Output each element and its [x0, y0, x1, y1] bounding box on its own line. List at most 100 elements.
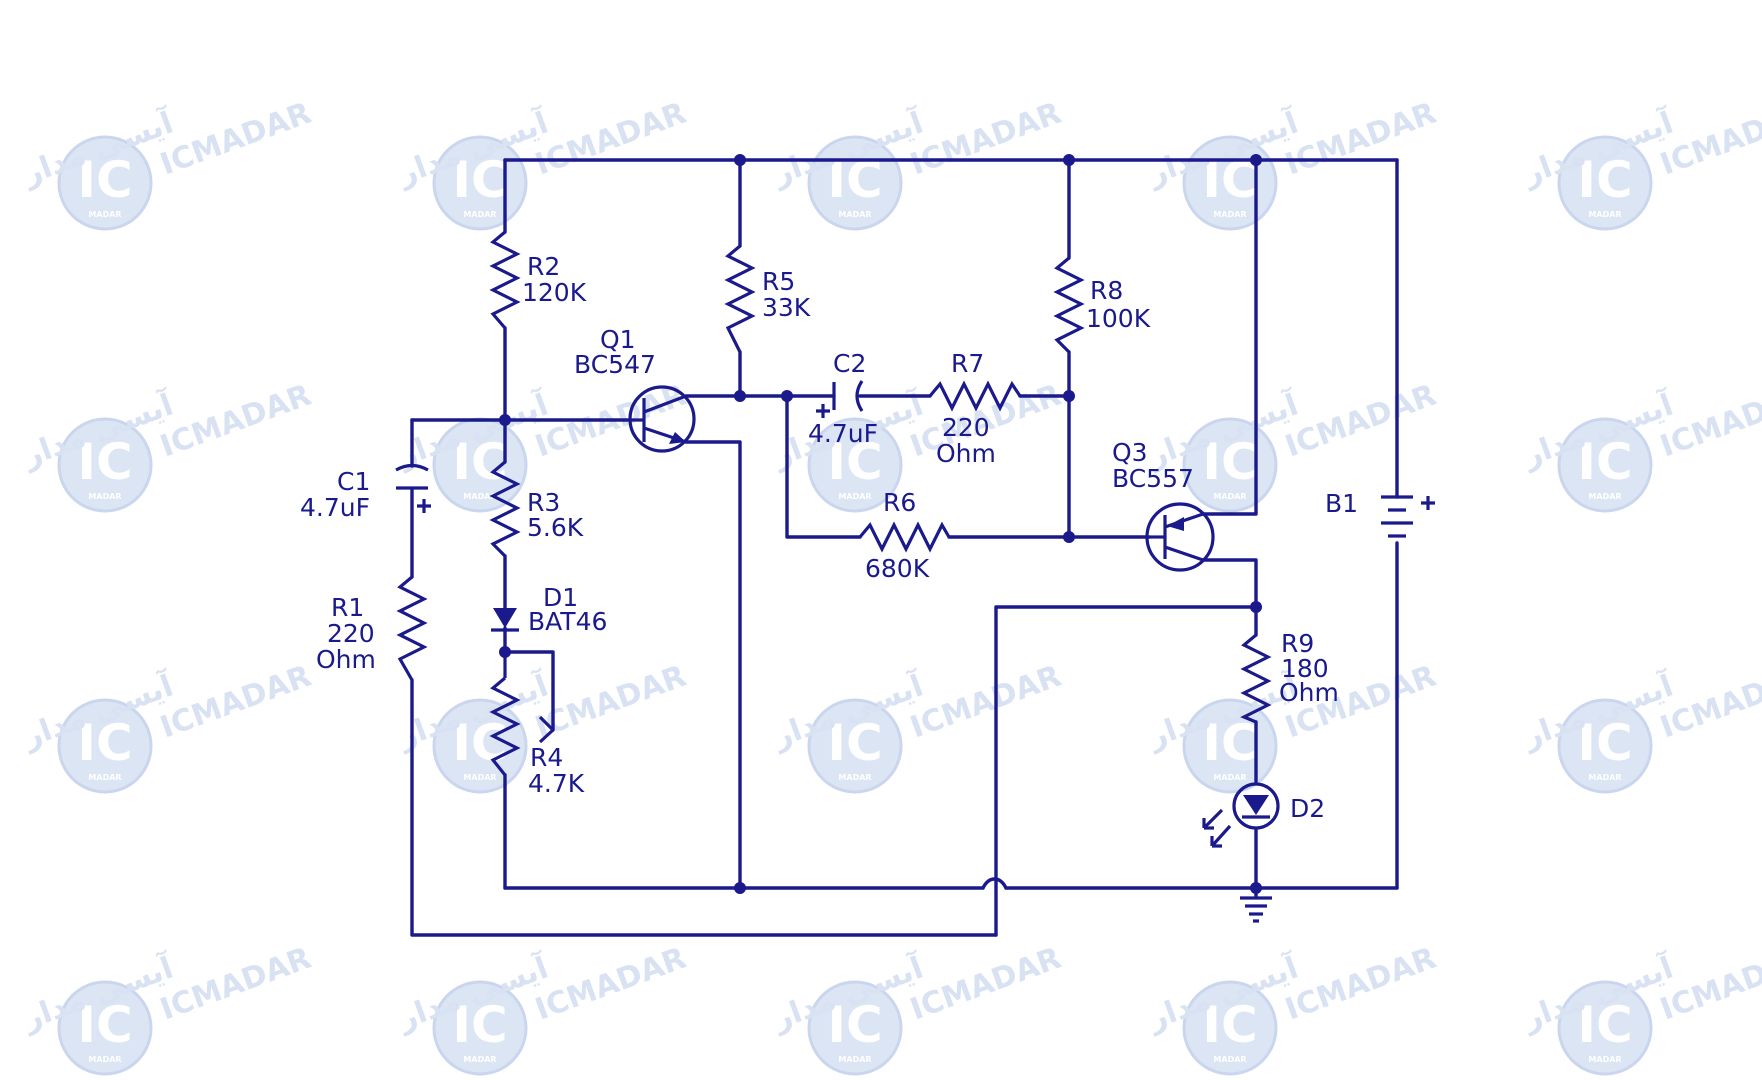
r1-ref: R1: [331, 593, 364, 622]
r8-value: 100K: [1086, 304, 1151, 333]
svg-text:IC: IC: [452, 714, 507, 772]
svg-text:MADAR: MADAR: [838, 492, 871, 501]
svg-text:IC: IC: [1577, 996, 1632, 1054]
r1-value-1: 220: [327, 619, 375, 648]
svg-text:IC: IC: [1202, 433, 1257, 491]
svg-text:ICMADAR: ICMADAR: [156, 378, 316, 465]
r9-value-2: Ohm: [1279, 678, 1339, 707]
c2-value: 4.7uF: [808, 419, 878, 448]
component-labels: R2 120K R5 33K R8 100K Q1 BC547 C2 4.7uF…: [300, 252, 1358, 823]
svg-text:ICMADAR: ICMADAR: [156, 659, 316, 746]
svg-text:ICMADAR: ICMADAR: [906, 941, 1066, 1028]
r9-ref: R9: [1281, 629, 1314, 658]
r7-ref: R7: [951, 349, 984, 378]
svg-text:IC: IC: [77, 151, 132, 209]
resistor-r6: [858, 521, 951, 553]
svg-text:MADAR: MADAR: [1588, 1055, 1621, 1064]
svg-text:MADAR: MADAR: [1588, 773, 1621, 782]
svg-text:MADAR: MADAR: [1213, 492, 1246, 501]
r3-value: 5.6K: [527, 513, 584, 542]
svg-text:ICMADAR: ICMADAR: [1281, 941, 1441, 1028]
svg-text:IC: IC: [452, 151, 507, 209]
c1-ref: C1: [337, 467, 370, 496]
resistor-r5: [724, 244, 756, 353]
svg-text:MADAR: MADAR: [88, 1055, 121, 1064]
diode-d1: [491, 608, 519, 632]
svg-text:MADAR: MADAR: [88, 773, 121, 782]
svg-text:IC: IC: [827, 433, 882, 491]
svg-text:ICMADAR: ICMADAR: [906, 96, 1066, 183]
r3-ref: R3: [527, 488, 560, 517]
r7-value-1: 220: [942, 413, 990, 442]
svg-text:ICMADAR: ICMADAR: [1281, 378, 1441, 465]
svg-text:IC: IC: [452, 433, 507, 491]
svg-text:ICMADAR: ICMADAR: [156, 96, 316, 183]
svg-text:MADAR: MADAR: [463, 773, 496, 782]
svg-text:MADAR: MADAR: [1588, 492, 1621, 501]
junction-dots: [499, 154, 1262, 894]
svg-text:IC: IC: [827, 996, 882, 1054]
r4-value: 4.7K: [528, 769, 585, 798]
r8-ref: R8: [1090, 276, 1123, 305]
svg-text:ICMADAR: ICMADAR: [156, 941, 316, 1028]
svg-text:ICMADAR: ICMADAR: [531, 659, 691, 746]
resistor-r4: [489, 652, 555, 776]
q1-value: BC547: [574, 350, 656, 379]
capacitor-c1: [395, 463, 431, 513]
svg-text:MADAR: MADAR: [88, 492, 121, 501]
svg-text:IC: IC: [1577, 151, 1632, 209]
d2-ref: D2: [1290, 794, 1325, 823]
svg-text:MADAR: MADAR: [838, 210, 871, 219]
svg-text:IC: IC: [1202, 714, 1257, 772]
svg-text:MADAR: MADAR: [838, 1055, 871, 1064]
svg-text:MADAR: MADAR: [463, 1055, 496, 1064]
r4-ref: R4: [530, 743, 563, 772]
c2-ref: C2: [833, 349, 866, 378]
svg-text:MADAR: MADAR: [463, 210, 496, 219]
capacitor-c2: [816, 380, 864, 418]
svg-text:IC: IC: [77, 996, 132, 1054]
r6-value: 680K: [865, 554, 930, 583]
r1-value-2: Ohm: [316, 645, 376, 674]
transistor-q1: [627, 385, 696, 453]
resistor-r7: [928, 380, 1022, 412]
r9-value-1: 180: [1281, 654, 1329, 683]
svg-text:IC: IC: [1202, 996, 1257, 1054]
svg-text:ICMADAR: ICMADAR: [531, 941, 691, 1028]
r7-value-2: Ohm: [936, 439, 996, 468]
resistor-r1: [396, 575, 428, 681]
r2-value: 120K: [522, 278, 587, 307]
r6-ref: R6: [883, 488, 916, 517]
svg-text:IC: IC: [77, 433, 132, 491]
svg-text:MADAR: MADAR: [88, 210, 121, 219]
svg-text:IC: IC: [1577, 714, 1632, 772]
svg-text:MADAR: MADAR: [1213, 210, 1246, 219]
svg-text:IC: IC: [827, 714, 882, 772]
resistor-r2: [489, 230, 521, 330]
svg-text:IC: IC: [1577, 433, 1632, 491]
q1-ref: Q1: [600, 325, 636, 354]
transistor-q3: [1145, 502, 1215, 572]
svg-text:ICMADAR: ICMADAR: [1281, 96, 1441, 183]
ground-symbol: [1240, 896, 1272, 923]
r5-value: 33K: [762, 293, 811, 322]
svg-text:ICMADAR: ICMADAR: [531, 96, 691, 183]
svg-text:IC: IC: [77, 714, 132, 772]
resistor-r9: [1240, 633, 1272, 724]
battery-b1: [1381, 495, 1435, 538]
svg-text:MADAR: MADAR: [838, 773, 871, 782]
svg-text:ICMADAR: ICMADAR: [906, 659, 1066, 746]
